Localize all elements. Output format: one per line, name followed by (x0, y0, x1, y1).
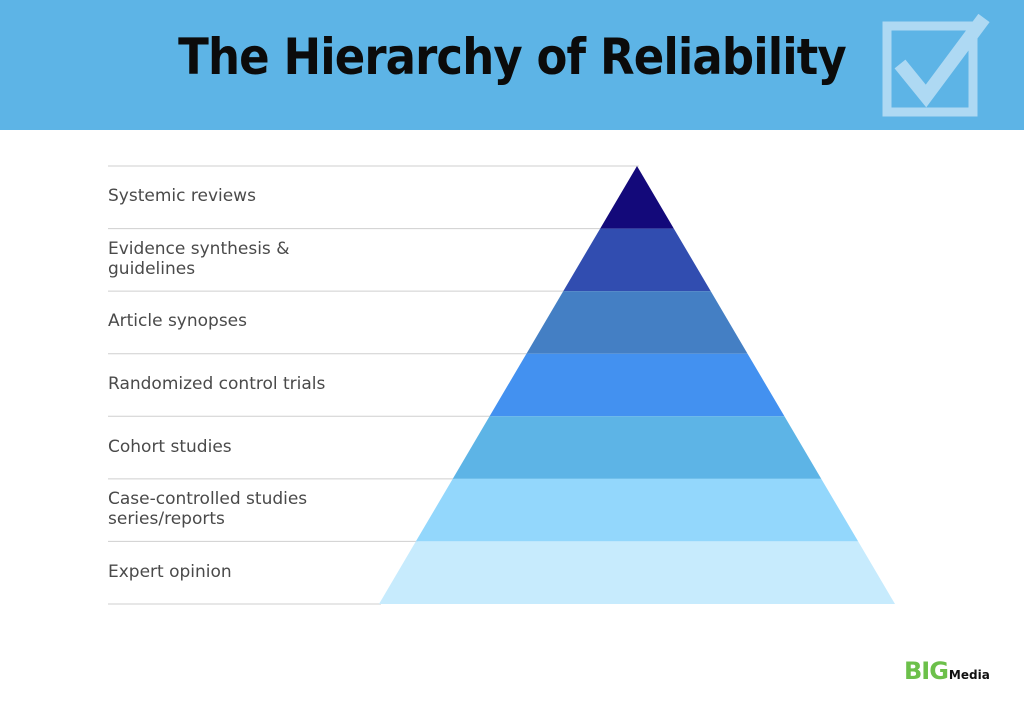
brand-media: Media (948, 668, 990, 682)
pyramid-level-1 (600, 166, 674, 229)
pyramid-level-3 (526, 291, 748, 354)
level-label-line: Evidence synthesis & (108, 238, 290, 259)
level-label-line: Cohort studies (108, 436, 232, 457)
pyramid-level-7 (379, 541, 895, 604)
brand-big: BIG (904, 657, 949, 685)
pyramid-level-6 (415, 478, 859, 542)
level-label-7: Expert opinion (108, 562, 368, 582)
level-label-2: Evidence synthesis &guidelines (108, 239, 368, 279)
brand-logo: BIGMedia (904, 657, 990, 685)
level-label-line: Systemic reviews (108, 186, 256, 207)
level-label-line: Case-controlled studies (108, 489, 308, 510)
pyramid-level-4 (489, 353, 785, 417)
level-label-5: Cohort studies (108, 437, 368, 457)
pyramid-level-2 (563, 228, 711, 292)
level-label-line: Expert opinion (108, 561, 232, 582)
checkbox-check-icon (882, 14, 990, 117)
level-label-4: Randomized control trials (108, 374, 368, 394)
level-label-line: Article synopses (108, 311, 247, 332)
level-label-line: series/reports (108, 509, 225, 530)
pyramid-level-5 (452, 416, 822, 479)
level-label-line: Randomized control trials (108, 374, 326, 394)
header-banner: The Hierarchy of Reliability (0, 0, 1024, 130)
level-label-3: Article synopses (108, 311, 368, 331)
level-label-1: Systemic reviews (108, 186, 368, 206)
level-label-line: guidelines (108, 258, 196, 279)
page-title: The Hierarchy of Reliability (178, 28, 847, 86)
